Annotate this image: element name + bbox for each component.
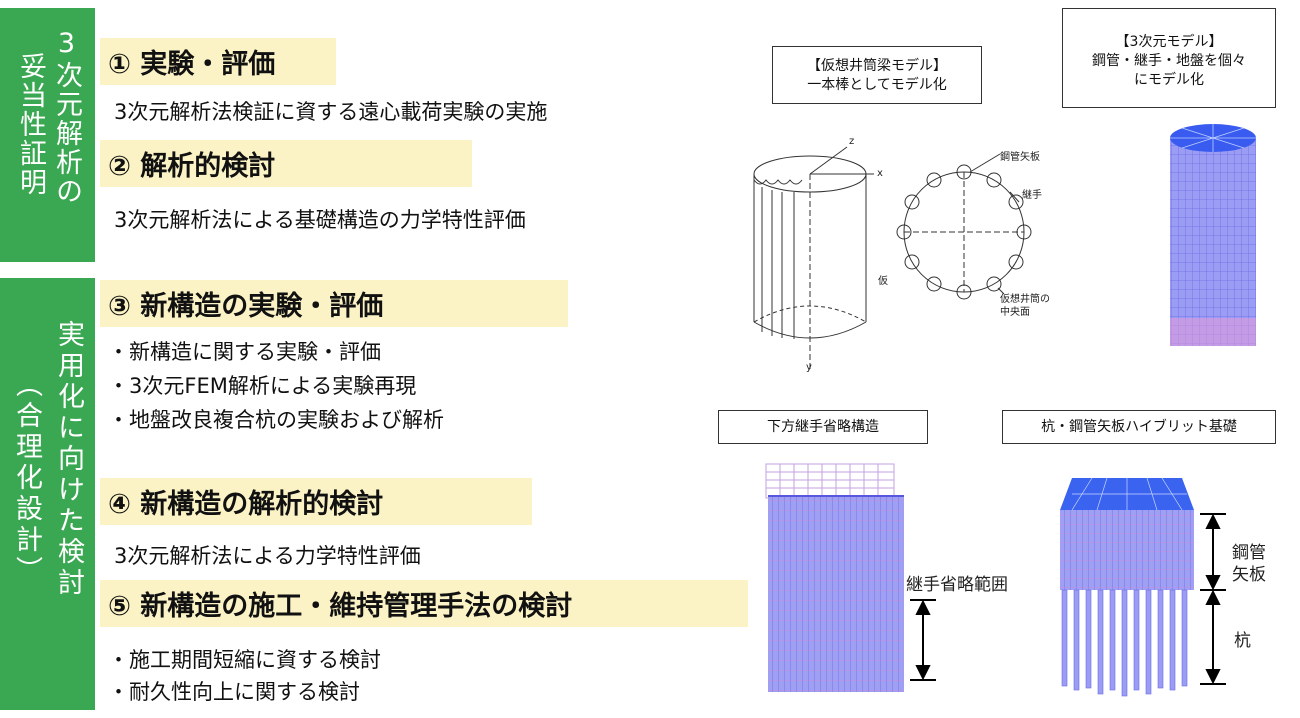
section-4-heading: ④ 新構造の解析的検討 [100,478,532,525]
joint-omission-range-arrow [910,599,936,681]
label-kari: 仮 [878,276,888,287]
three-d-model-caption: 【3次元モデル】 鋼管・継手・地盤を個々 にモデル化 [1062,8,1276,108]
section-1-heading: ① 実験・評価 [100,38,336,85]
lower-joint-model [765,463,904,692]
sidebar-bottom-col1: 実用化に向けた検討 [53,320,84,599]
three-d-model-caption-line3: にモデル化 [1134,72,1204,88]
joint-omission-range-label: 継手省略範囲 [906,575,1008,595]
sidebar-bottom-panel: 実用化に向けた検討 （合理化設計） [0,278,95,710]
lower-joint-caption: 下方継手省略構造 [718,410,928,444]
section-3-heading: ③ 新構造の実験・評価 [100,280,568,327]
label-center-2: 中央面 [1000,307,1030,318]
label-x: x [877,168,883,179]
section-2-line-1: 3次元解析法による基礎構造の力学特性評価 [114,208,526,232]
section-5-line-1: ・施工期間短縮に資する検討 [108,648,381,672]
label-y: y [806,362,812,373]
hybrid-range-arrows [1200,513,1226,685]
virtual-model-caption: 【仮想井筒梁モデル】 一本棒としてモデル化 [772,46,982,104]
sidebar-top-col1: 3次元解析の [51,28,82,206]
section-5-heading: ⑤ 新構造の施工・維持管理手法の検討 [100,580,748,627]
hybrid-label-pile: 杭 [1234,631,1251,651]
sidebar-bottom-col2: （合理化設計） [11,370,42,587]
hybrid-label-steel-1: 鋼管 [1232,543,1266,563]
section-1-line-1: 3次元解析法検証に資する遠心載荷実験の実施 [114,100,548,124]
section-5-line-2: ・耐久性向上に関する検討 [108,680,360,704]
hybrid-label-steel-2: 矢板 [1232,565,1266,585]
hybrid-foundation-model [1060,477,1194,697]
three-d-model-caption-line2: 鋼管・継手・地盤を個々 [1092,53,1246,69]
label-z: z [849,136,855,147]
three-d-model-caption-line1: 【3次元モデル】 [1115,34,1223,50]
virtual-cylinder-drawing [753,146,1032,370]
section-4-line-1: 3次元解析法による力学特性評価 [114,544,421,568]
virtual-model-caption-line2: 一本棒としてモデル化 [807,77,947,93]
section-3-line-3: ・地盤改良複合杭の実験および解析 [108,408,444,432]
sidebar-top-col2: 妥当性証明 [15,52,46,197]
label-joint: 継手 [1022,190,1042,201]
three-d-cylinder-model [1170,124,1256,346]
section-3-line-2: ・3次元FEM解析による実験再現 [108,374,417,398]
label-center-1: 仮想井筒の [1000,294,1050,305]
section-2-heading: ② 解析的検討 [100,140,472,187]
virtual-model-caption-line1: 【仮想井筒梁モデル】 [807,58,947,74]
hybrid-caption: 杭・鋼管矢板ハイブリット基礎 [1002,410,1276,444]
label-steel-sheet: 鋼管矢板 [1000,152,1040,163]
sidebar-top-panel: 3次元解析の 妥当性証明 [0,8,95,262]
section-3-line-1: ・新構造に関する実験・評価 [108,340,381,364]
